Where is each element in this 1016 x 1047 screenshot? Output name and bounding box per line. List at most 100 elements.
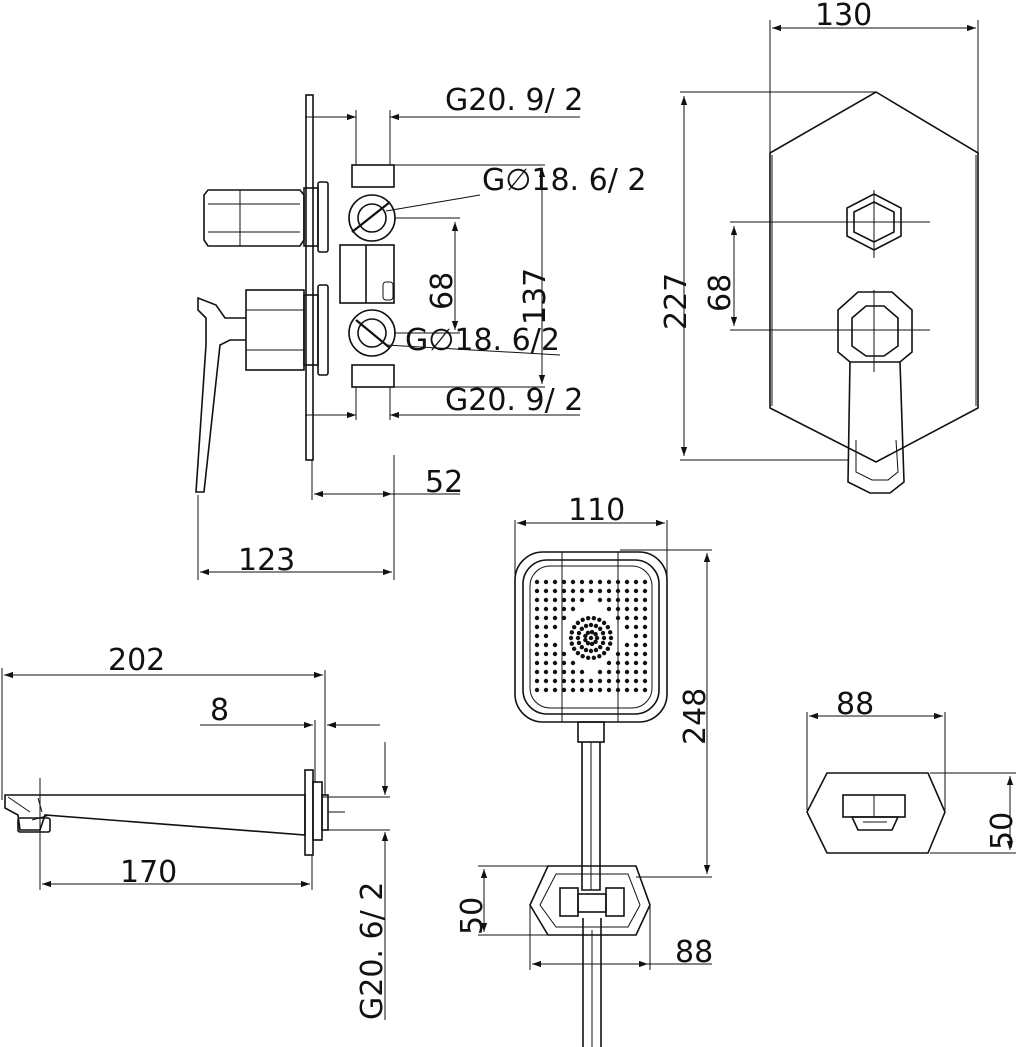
dim-outlet-top: G20. 9/ 2 (445, 83, 583, 118)
nozzle-dot (633, 687, 639, 693)
nozzle-dot (552, 660, 558, 666)
nozzle-dot (633, 579, 639, 585)
mixer-side-view: G20. 9/ 2 G∅18. 6/ 2 G∅18. 6/2 G20. 9/ 2… (195, 83, 646, 580)
nozzle-dot (570, 597, 576, 603)
nozzle-dot (561, 588, 567, 594)
nozzle-dot (543, 606, 549, 612)
nozzle-dot (633, 678, 639, 684)
nozzle-dot (591, 616, 597, 621)
nozzle-dot (615, 651, 621, 657)
nozzle-dot (588, 687, 594, 693)
nozzle-dot (534, 651, 540, 657)
nozzle-dot (534, 615, 540, 621)
nozzle-dot (568, 635, 574, 641)
dim-spout-plate-thickness: 8 (210, 693, 229, 728)
nozzle-dot (633, 606, 639, 612)
nozzle-dot (597, 597, 603, 603)
dim-mixer-spindle-spacing: 68 (425, 272, 460, 310)
nozzle-dot (633, 669, 639, 675)
nozzle-dot (597, 669, 603, 675)
nozzle-dot (591, 655, 597, 660)
nozzle-dot (543, 624, 549, 630)
nozzle-dot (534, 642, 540, 648)
nozzle-dot (642, 624, 648, 630)
nozzle-dot (597, 644, 603, 650)
dim-spout-length: 202 (108, 643, 165, 678)
mixer-front-view: 130 227 68 (659, 0, 979, 494)
nozzle-dot (552, 579, 558, 585)
nozzle-dot (615, 606, 621, 612)
nozzle-dot (642, 687, 648, 693)
nozzle-dot (588, 648, 594, 654)
nozzle-dot (633, 615, 639, 621)
nozzle-dot (534, 579, 540, 585)
dim-mixer-body-height: 137 (518, 268, 553, 325)
nozzle-dot (597, 617, 602, 623)
nozzle-dot (552, 642, 558, 648)
nozzle-dot (642, 579, 648, 585)
nozzle-dot (543, 687, 549, 693)
nozzle-dot (575, 635, 581, 641)
nozzle-dot (583, 637, 588, 643)
nozzle-dot (606, 687, 612, 693)
nozzle-dot (597, 687, 603, 693)
nozzle-dot (597, 678, 603, 684)
dim-spout-front-width: 88 (836, 687, 874, 722)
nozzle-dot (570, 669, 576, 675)
nozzle-dot (588, 635, 594, 641)
nozzle-dot (543, 588, 549, 594)
nozzle-dot (606, 579, 612, 585)
nozzle-dot (624, 669, 630, 675)
dim-overall-depth: 123 (238, 543, 295, 578)
spout-wall-plate (304, 769, 314, 856)
nozzle-dot (580, 617, 585, 623)
nozzle-dot (575, 650, 581, 656)
nozzle-dot (607, 641, 613, 646)
nozzle-dot (593, 623, 599, 629)
dim-outlet-lower-bore: G∅18. 6/2 (405, 323, 560, 358)
nozzle-dot (534, 669, 540, 675)
hand-shower-neck (577, 721, 605, 743)
nozzle-dot (570, 678, 576, 684)
upper-outlet-bore (348, 194, 396, 242)
nozzle-dot (579, 678, 585, 684)
nozzle-dot (575, 620, 581, 626)
nozzle-dot (642, 669, 648, 675)
nozzle-dot (569, 630, 575, 635)
nozzle-dot (606, 660, 612, 666)
nozzle-dot (615, 669, 621, 675)
nozzle-dot (561, 615, 567, 621)
nozzle-dot (642, 615, 648, 621)
nozzle-dot (615, 597, 621, 603)
nozzle-dot (624, 579, 630, 585)
nozzle-dot (589, 641, 595, 647)
dim-shower-height: 248 (678, 688, 713, 745)
nozzle-dot (607, 630, 613, 635)
mixer-body-box (339, 164, 395, 388)
nozzle-dot (570, 687, 576, 693)
nozzle-dot (597, 588, 603, 594)
nozzle-dot (593, 639, 598, 645)
nozzle-dot (597, 579, 603, 585)
nozzle-dot (534, 687, 540, 693)
nozzle-dot (606, 678, 612, 684)
nozzle-dot (561, 678, 567, 684)
nozzle-dot (597, 626, 603, 632)
nozzle-dot (580, 653, 585, 659)
diverter-knob-side (203, 181, 329, 253)
nozzle-dot (570, 660, 576, 666)
nozzle-dot (534, 588, 540, 594)
nozzle-dot (543, 678, 549, 684)
nozzle-dot (583, 647, 589, 653)
dim-plate-width: 130 (815, 0, 872, 33)
nozzle-dot (642, 606, 648, 612)
dim-plate-height: 227 (659, 273, 694, 330)
spout-front-view: 88 50 (806, 687, 1016, 854)
nozzle-dot (552, 615, 558, 621)
nozzle-dot (534, 660, 540, 666)
nozzle-dot (552, 687, 558, 693)
nozzle-dot (642, 588, 648, 594)
dim-outlet-upper-bore: G∅18. 6/ 2 (482, 163, 646, 198)
spout-side-view: 202 8 170 G20. 6/ 2 (1, 643, 390, 1020)
